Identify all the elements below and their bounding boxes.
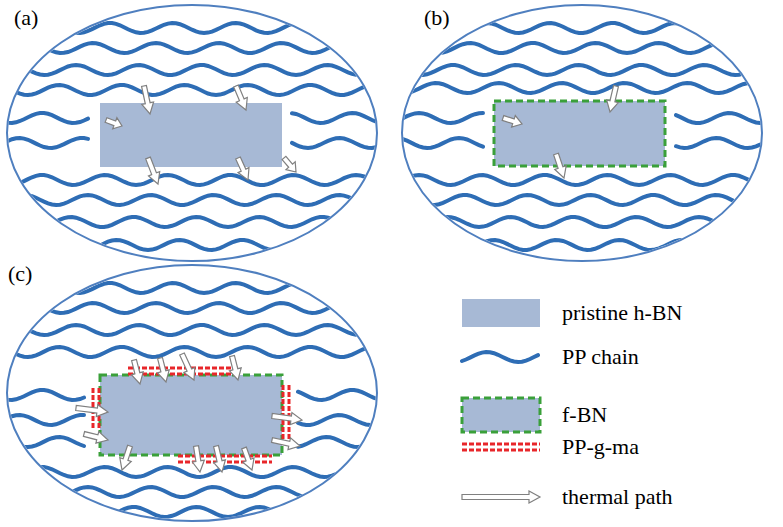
pp-chain xyxy=(395,195,775,205)
pp-chain xyxy=(0,507,388,517)
graft-strand xyxy=(178,455,272,458)
thermal-path-arrow xyxy=(502,116,522,127)
thermal-path-arrow xyxy=(554,153,567,178)
fbn-sheet xyxy=(494,101,665,166)
legend-text: f-BN xyxy=(562,403,607,427)
graft-strand xyxy=(128,367,238,370)
matrix-outline xyxy=(402,5,762,261)
pp-chain xyxy=(0,283,388,293)
thermal-path-arrow xyxy=(214,445,226,472)
thermal-path-arrow xyxy=(462,491,540,503)
thermal-path-arrow xyxy=(180,353,195,380)
legend-text: PP chain xyxy=(562,345,639,369)
pp-chain xyxy=(0,85,388,95)
pp-chain xyxy=(395,240,775,250)
thermal-path-arrow xyxy=(76,405,108,417)
thermal-path-arrow xyxy=(607,85,619,112)
legend-swatch xyxy=(462,299,540,327)
pp-chain xyxy=(676,113,772,123)
legend-chain-sample xyxy=(462,352,538,362)
pp-chain xyxy=(395,175,775,185)
pp-chains xyxy=(0,23,388,250)
pp-chain xyxy=(0,65,388,75)
fbn-sheet xyxy=(100,375,282,455)
pp-chain xyxy=(0,23,388,33)
pp-chain xyxy=(292,138,388,148)
pp-chain xyxy=(395,83,775,93)
matrix-outline xyxy=(7,265,377,521)
thermal-path-arrow xyxy=(142,86,154,115)
thermal-path-arrow xyxy=(272,438,301,450)
pp-chain xyxy=(0,195,388,205)
pp-chain xyxy=(395,138,483,148)
pp-chain xyxy=(298,415,390,425)
pp-chain xyxy=(0,390,84,400)
pp-chain xyxy=(676,138,772,148)
thermal-path-arrow xyxy=(146,157,160,184)
panel-label: (b) xyxy=(424,6,450,30)
pp-chain xyxy=(0,240,388,250)
thermal-path-arrow xyxy=(158,357,170,382)
thermal-path-arrow xyxy=(230,355,242,380)
pp-chain xyxy=(292,113,388,123)
thermal-path-arrow xyxy=(83,432,108,444)
bn-sheet xyxy=(100,103,282,167)
pp-chain xyxy=(0,437,84,447)
pp-chain xyxy=(395,65,775,75)
pp-g-ma xyxy=(93,368,540,462)
thermal-paths xyxy=(76,85,619,503)
legend-fbn-sample xyxy=(462,398,540,432)
matrix-outline xyxy=(7,5,377,261)
pp-chain xyxy=(298,437,390,447)
pp-chain xyxy=(395,23,775,33)
legend-text: PP-g-ma xyxy=(562,435,639,459)
pp-chain xyxy=(395,113,483,123)
legend-text: pristine h-BN xyxy=(562,301,682,325)
pp-chain xyxy=(0,138,88,148)
pp-chain xyxy=(0,175,388,185)
panel-label: (c) xyxy=(8,262,32,286)
thermal-path-arrow xyxy=(132,359,144,384)
graft-strand xyxy=(288,385,291,445)
thermal-path-arrow xyxy=(105,118,122,129)
graft-strand xyxy=(128,373,238,376)
panel-label: (a) xyxy=(14,6,38,30)
pp-chain xyxy=(0,325,388,335)
thermal-path-arrow xyxy=(236,157,249,180)
thermal-path-arrow xyxy=(192,446,204,472)
thermal-path-arrow xyxy=(120,445,133,470)
graft-strand xyxy=(462,449,540,452)
graft-strand xyxy=(462,443,540,446)
pp-chain xyxy=(462,352,538,362)
thermal-path-arrow xyxy=(234,85,248,110)
pp-chain xyxy=(0,467,388,477)
thermal-path-arrow xyxy=(272,413,302,425)
legend-text: thermal path xyxy=(562,485,673,509)
pp-chain xyxy=(0,487,388,497)
thermal-path-arrow xyxy=(282,156,296,172)
pp-chain xyxy=(0,113,88,123)
thermal-path-arrow xyxy=(242,447,254,470)
pp-chain xyxy=(0,347,388,357)
